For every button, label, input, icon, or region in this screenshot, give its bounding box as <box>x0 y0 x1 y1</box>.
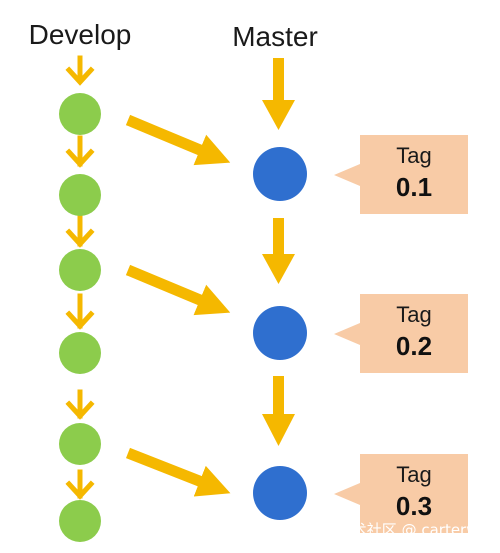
develop-commit-5 <box>59 423 101 465</box>
develop-arrow-6 <box>65 469 95 500</box>
tag-box-2 <box>334 294 468 373</box>
develop-branch-title: Develop <box>29 19 132 50</box>
develop-commit-3 <box>59 249 101 291</box>
develop-nodes <box>59 93 101 542</box>
merge-arrows <box>125 114 231 497</box>
master-arrow-3 <box>262 376 295 446</box>
master-commit-2 <box>253 306 307 360</box>
watermark-text: 掘金技术社区 @ carterwu <box>307 521 488 539</box>
develop-arrows <box>65 55 95 500</box>
tag-version-2: 0.2 <box>396 331 432 361</box>
tag-label-2: Tag <box>396 302 431 327</box>
tag-callout-1: Tag 0.1 <box>334 135 468 214</box>
master-nodes <box>253 147 307 520</box>
develop-arrow-2 <box>65 135 95 168</box>
master-commit-1 <box>253 147 307 201</box>
tag-label-1: Tag <box>396 143 431 168</box>
master-arrow-2 <box>262 218 295 284</box>
tag-version-3: 0.3 <box>396 491 432 521</box>
master-arrows <box>262 58 295 446</box>
develop-commit-6 <box>59 500 101 542</box>
develop-arrow-5 <box>65 389 95 420</box>
tag-version-1: 0.1 <box>396 172 432 202</box>
merge-arrow-2 <box>125 264 231 316</box>
develop-arrow-1 <box>65 55 95 86</box>
develop-commit-1 <box>59 93 101 135</box>
tag-box-3 <box>334 454 468 533</box>
develop-arrow-4 <box>65 293 95 330</box>
tag-box-1 <box>334 135 468 214</box>
merge-arrow-1 <box>125 114 231 166</box>
tag-callout-2: Tag 0.2 <box>334 294 468 373</box>
develop-arrow-3 <box>65 215 95 248</box>
tag-label-3: Tag <box>396 462 431 487</box>
merge-arrow-3 <box>125 447 231 497</box>
master-arrow-1 <box>262 58 295 130</box>
master-commit-3 <box>253 466 307 520</box>
master-branch-title: Master <box>232 21 318 52</box>
develop-commit-2 <box>59 174 101 216</box>
tag-callout-3: Tag 0.3 <box>334 454 468 533</box>
develop-commit-4 <box>59 332 101 374</box>
